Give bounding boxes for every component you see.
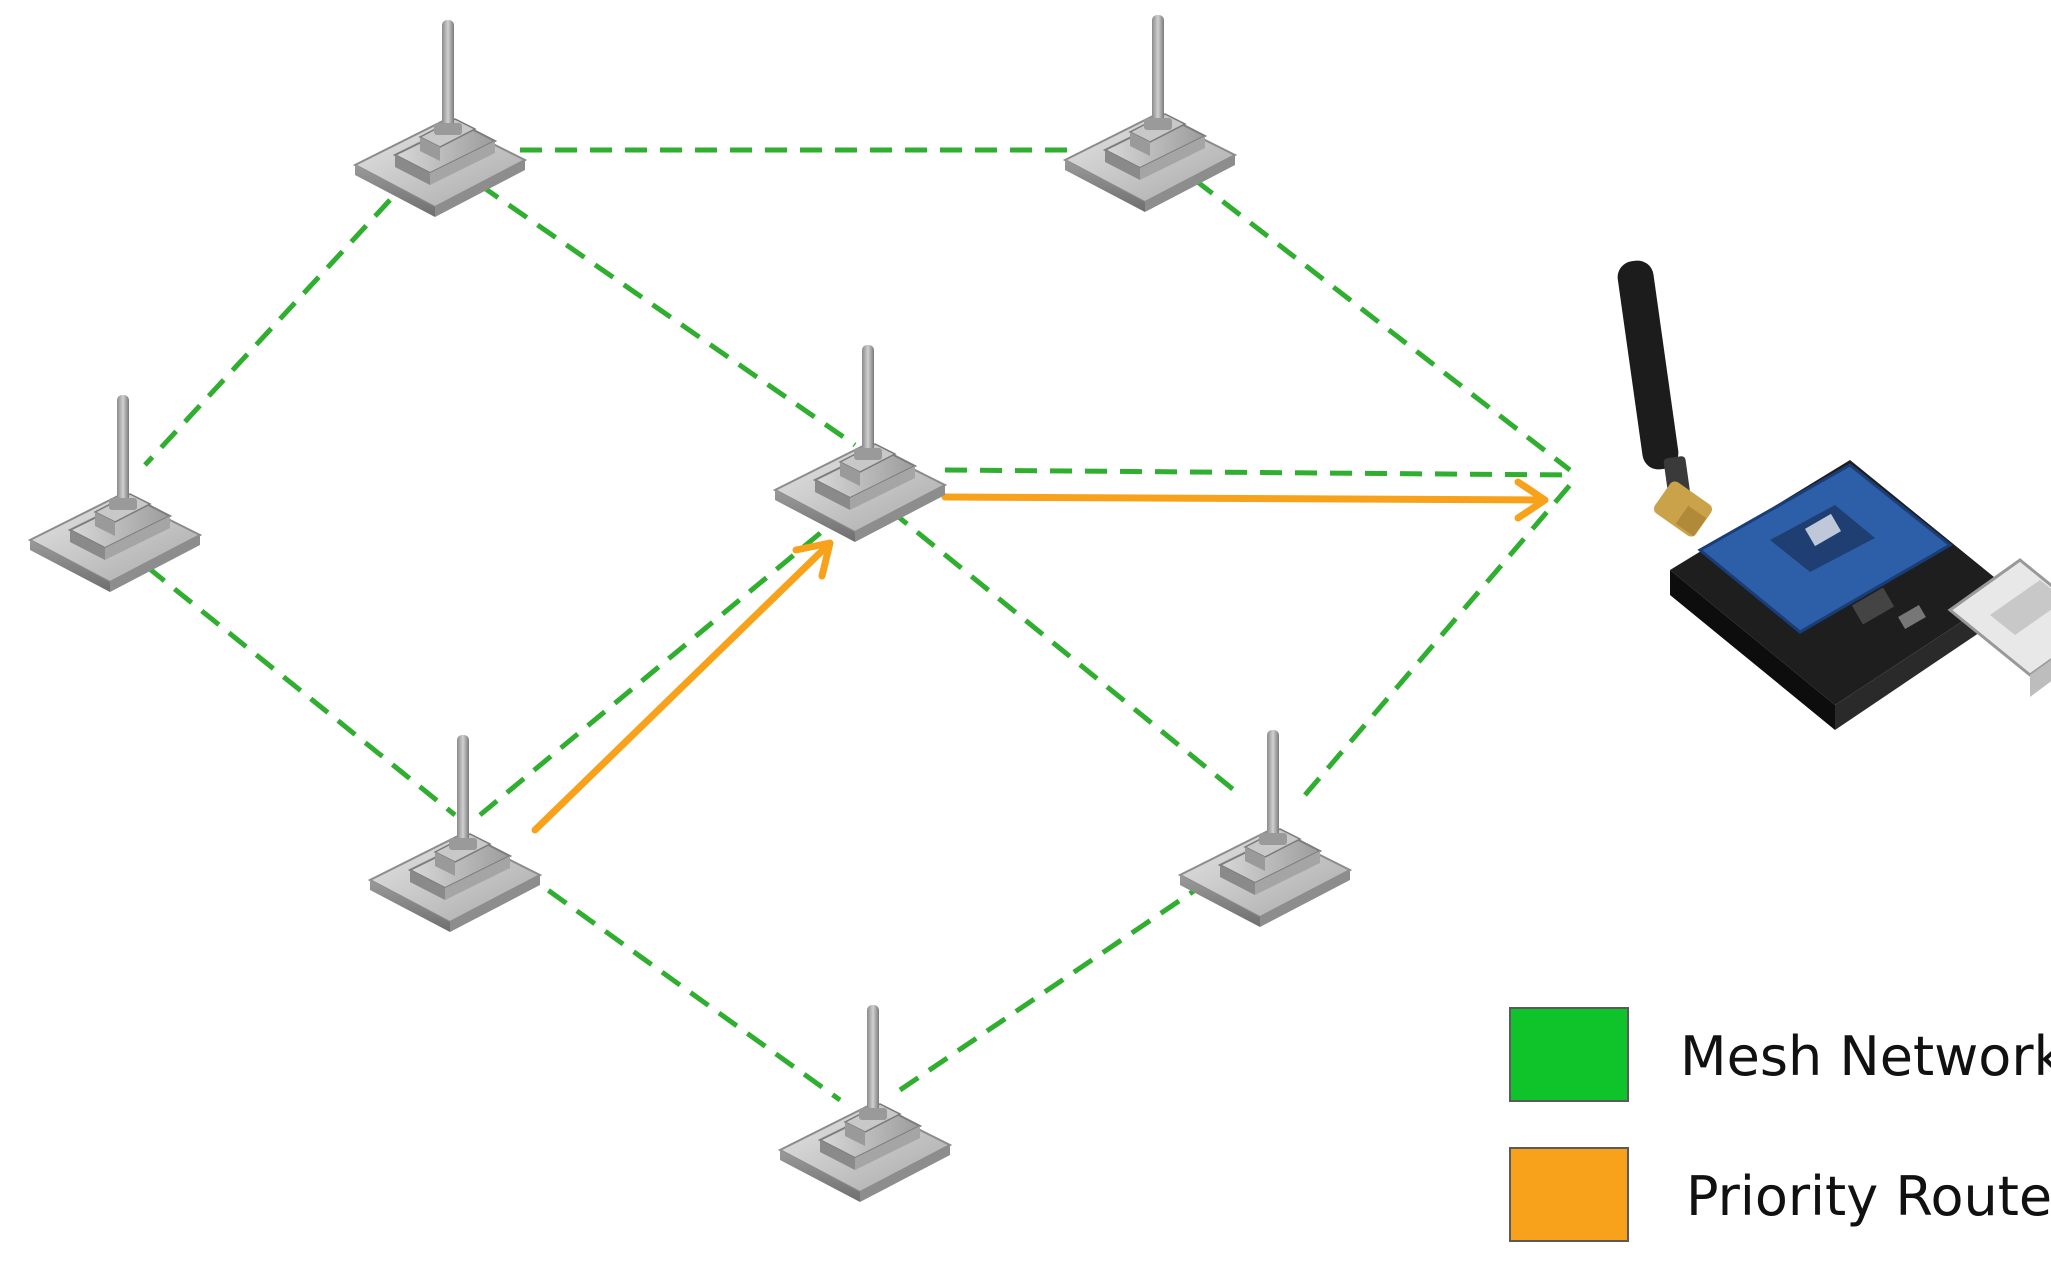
legend-item-mesh: Mesh Network [1509, 1007, 2051, 1102]
legend: Mesh Network Priority Routes [1509, 1007, 2051, 1242]
wireless-router-icon [1179, 729, 1351, 928]
priority-routes [531, 478, 1549, 834]
legend-swatch-priority [1509, 1147, 1629, 1242]
mesh-link-n5-n4 [478, 523, 832, 817]
priority-route-arrowhead-2 [1514, 478, 1549, 522]
mesh-link-n4-n6 [888, 508, 1242, 797]
priority-route-arrowhead-1 [792, 539, 834, 580]
legend-label-priority: Priority Routes [1686, 1165, 2051, 1228]
wireless-router-icon [29, 394, 201, 593]
mesh-link-n4-gateway [944, 467, 1571, 478]
priority-route-n4-gateway [941, 493, 1544, 504]
mesh-link-n1-n3 [143, 198, 392, 467]
legend-item-priority: Priority Routes [1509, 1147, 2051, 1242]
mesh-links [118, 147, 1572, 1103]
mesh-link-n1-n4 [478, 182, 857, 448]
legend-swatch-mesh [1509, 1007, 1629, 1102]
legend-label-mesh: Mesh Network [1680, 1025, 2051, 1088]
usb-wireless-dongle-icon [1617, 260, 2051, 730]
mesh-link-n6-gateway [1303, 483, 1572, 797]
wireless-router-icon [779, 1004, 951, 1203]
mesh-link-n5-n7 [518, 867, 842, 1103]
wireless-router-icon [1064, 14, 1236, 213]
priority-route-n5-n4 [531, 544, 829, 834]
wireless-router-icon [354, 19, 526, 218]
mesh-link-n7-n6 [898, 877, 1212, 1093]
wireless-router-icon [774, 344, 946, 543]
mesh-link-n3-n5 [118, 543, 457, 817]
mesh-link-n2-gateway [1193, 178, 1572, 472]
